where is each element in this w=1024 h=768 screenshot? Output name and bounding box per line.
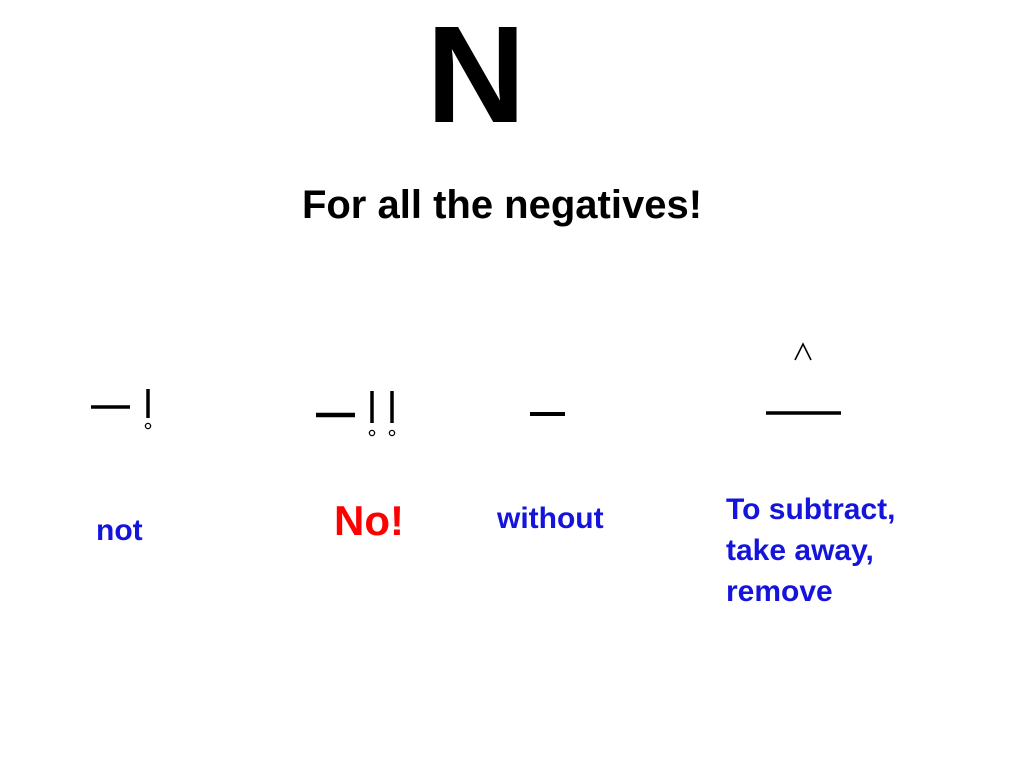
- title-letter: N: [426, 0, 526, 152]
- bar-double-exclamation-icon: [312, 388, 412, 440]
- meaning-subtract: To subtract, take away, remove: [726, 493, 896, 608]
- meaning-no: No!: [334, 497, 404, 544]
- meaning-without: without: [497, 502, 604, 535]
- caret-over-bar-icon: [762, 338, 846, 424]
- bar-exclamation-icon: [88, 385, 168, 435]
- meaning-not: not: [96, 514, 143, 547]
- subtitle: For all the negatives!: [301, 183, 703, 227]
- short-bar-icon: [528, 405, 568, 425]
